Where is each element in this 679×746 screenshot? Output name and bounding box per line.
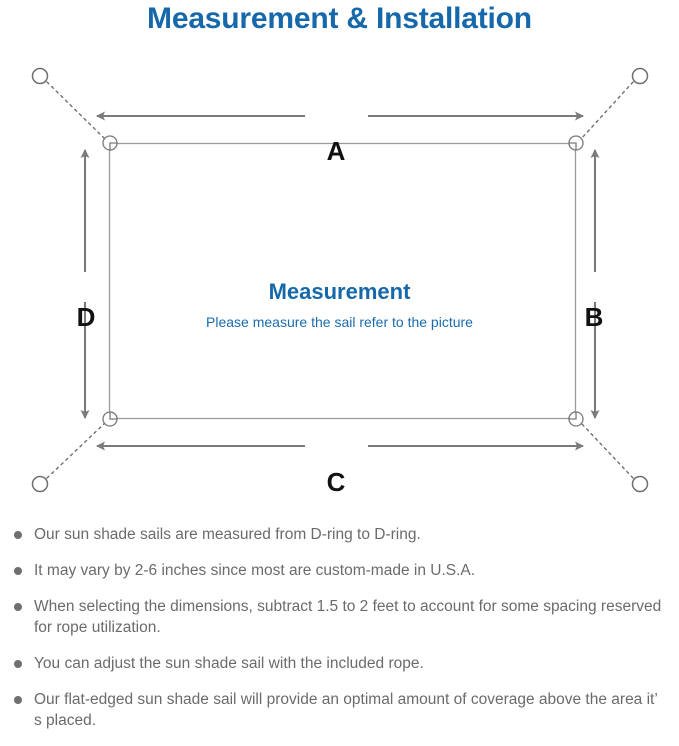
- list-item-text: It may vary by 2-6 inches since most are…: [34, 562, 476, 579]
- measurement-diagram: Measurement Please measure the sail refe…: [0, 40, 679, 520]
- diagram-center-subtext: Please measure the sail refer to the pic…: [206, 314, 473, 330]
- bullet-dot-icon: [14, 660, 22, 668]
- bullet-dot-icon: [14, 531, 22, 539]
- shade-sail-body: [108, 142, 577, 420]
- d-ring-top-left-fill: [109, 142, 118, 151]
- anchor-points: [31, 67, 649, 493]
- sail-diagram-svg: [31, 67, 649, 493]
- rope-bottom-left: [46, 422, 106, 479]
- notes-list: Our sun shade sails are measured from D-…: [0, 524, 679, 746]
- page-title: Measurement & Installation: [147, 2, 532, 35]
- bullet-dot-icon: [14, 567, 22, 575]
- d-ring-top-right-fill: [568, 142, 577, 151]
- bullet-dot-icon: [14, 696, 22, 704]
- anchor-top-left-icon: [31, 67, 49, 85]
- list-item-text: Our sun shade sails are measured from D-…: [34, 526, 421, 543]
- d-rings: [102, 135, 584, 427]
- list-item: Our sun shade sails are measured from D-…: [14, 524, 665, 545]
- rope-top-right: [580, 81, 634, 140]
- anchor-bottom-right-icon: [631, 475, 649, 493]
- dimension-label-d: D: [76, 302, 96, 332]
- d-ring-bottom-left-fill: [109, 411, 118, 420]
- dimension-label-a: A: [326, 136, 346, 166]
- bullet-dot-icon: [14, 603, 22, 611]
- diagram-center-heading: Measurement: [268, 279, 411, 304]
- list-item: You can adjust the sun shade sail with t…: [14, 653, 665, 674]
- list-item-text: Our flat-edged sun shade sail will provi…: [34, 691, 658, 729]
- rope-bottom-right: [580, 422, 634, 479]
- list-item-text: You can adjust the sun shade sail with t…: [34, 655, 424, 672]
- anchor-top-right-icon: [631, 67, 649, 85]
- rope-top-left: [46, 81, 106, 140]
- list-item: When selecting the dimensions, subtract …: [14, 596, 665, 638]
- list-item: It may vary by 2-6 inches since most are…: [14, 560, 665, 581]
- dimension-label-c: C: [326, 467, 346, 497]
- list-item: Our flat-edged sun shade sail will provi…: [14, 689, 665, 731]
- dimension-label-b: B: [584, 302, 604, 332]
- d-ring-bottom-right-fill: [568, 411, 577, 420]
- list-item-text: When selecting the dimensions, subtract …: [34, 598, 662, 636]
- anchor-bottom-left-icon: [31, 475, 49, 493]
- rope-lines: [46, 81, 634, 479]
